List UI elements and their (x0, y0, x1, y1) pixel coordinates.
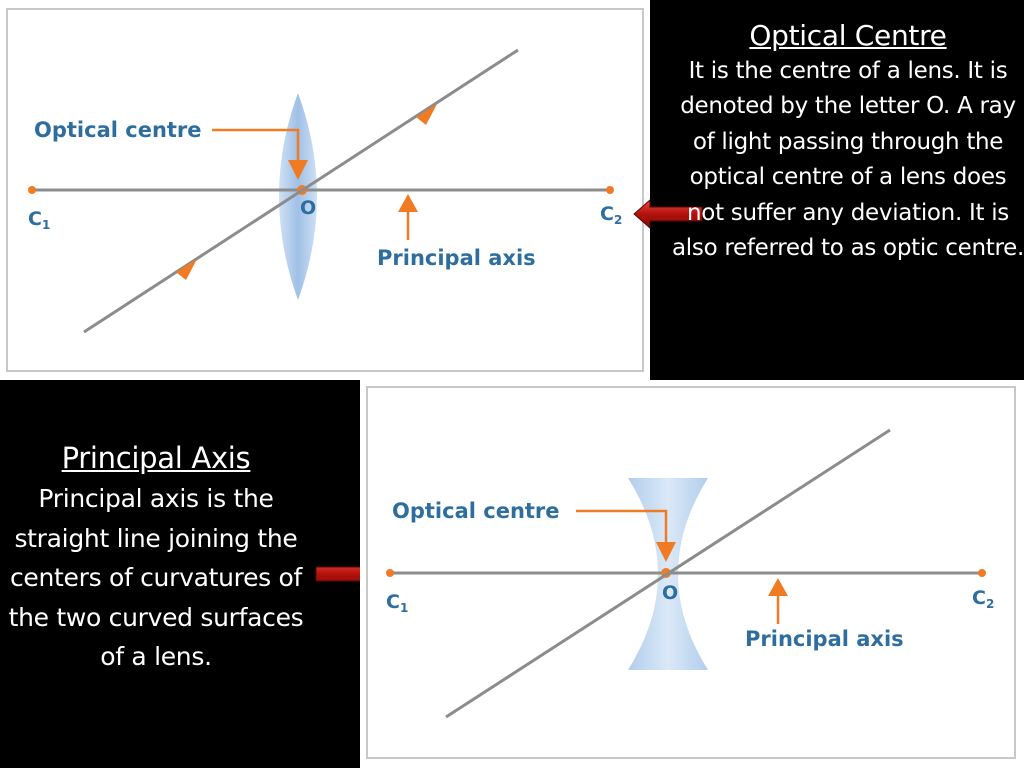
optical-centre-body: It is the centre of a lens. It is denote… (672, 57, 1024, 262)
optical-centre-pointer (212, 128, 300, 166)
c1-point (28, 186, 36, 194)
principal-axis-description: Principal Axis Principal axis is the str… (0, 437, 312, 677)
principal-axis-body: Principal axis is the straight line join… (8, 484, 304, 671)
optical-centre-label: Optical centre (34, 118, 202, 142)
c2-point (606, 186, 614, 194)
optical-centre-label: Optical centre (392, 499, 560, 523)
ray-arrow-lower (176, 259, 197, 280)
optical-centre-pointer (576, 509, 668, 548)
convex-lens-diagram: Optical centre Principal axis O C1 C2 (0, 0, 650, 380)
optical-centre-arrowhead (656, 542, 676, 562)
c1-point (386, 569, 394, 577)
concave-lens-svg: Optical centre Principal axis O C1 C2 (366, 386, 1016, 759)
red-pointer-arrow-top (633, 198, 703, 230)
principal-axis-label: Principal axis (745, 627, 904, 651)
principal-axis-label: Principal axis (377, 246, 536, 270)
principal-axis-arrowhead (398, 194, 418, 212)
c2-point (978, 569, 986, 577)
concave-lens-diagram: Optical centre Principal axis O C1 C2 (360, 380, 1024, 768)
convex-lens-svg: Optical centre Principal axis O C1 C2 (6, 8, 644, 372)
light-ray (83, 48, 519, 334)
point-o-label: O (662, 582, 678, 604)
point-c1-label: C1 (386, 591, 408, 615)
principal-axis-heading: Principal Axis (61, 441, 251, 475)
optical-centre-heading: Optical Centre (749, 19, 947, 52)
ray-arrow-upper (416, 104, 437, 125)
point-o-label: O (300, 197, 316, 219)
principal-axis-arrowhead (768, 578, 788, 596)
light-ray (445, 428, 891, 719)
point-c2-label: C2 (600, 203, 622, 227)
optical-centre-description: Optical Centre It is the centre of a len… (672, 18, 1024, 267)
point-c1-label: C1 (28, 208, 50, 232)
point-c2-label: C2 (972, 587, 994, 611)
optical-centre-arrowhead (288, 160, 308, 180)
convex-lens (279, 93, 317, 300)
